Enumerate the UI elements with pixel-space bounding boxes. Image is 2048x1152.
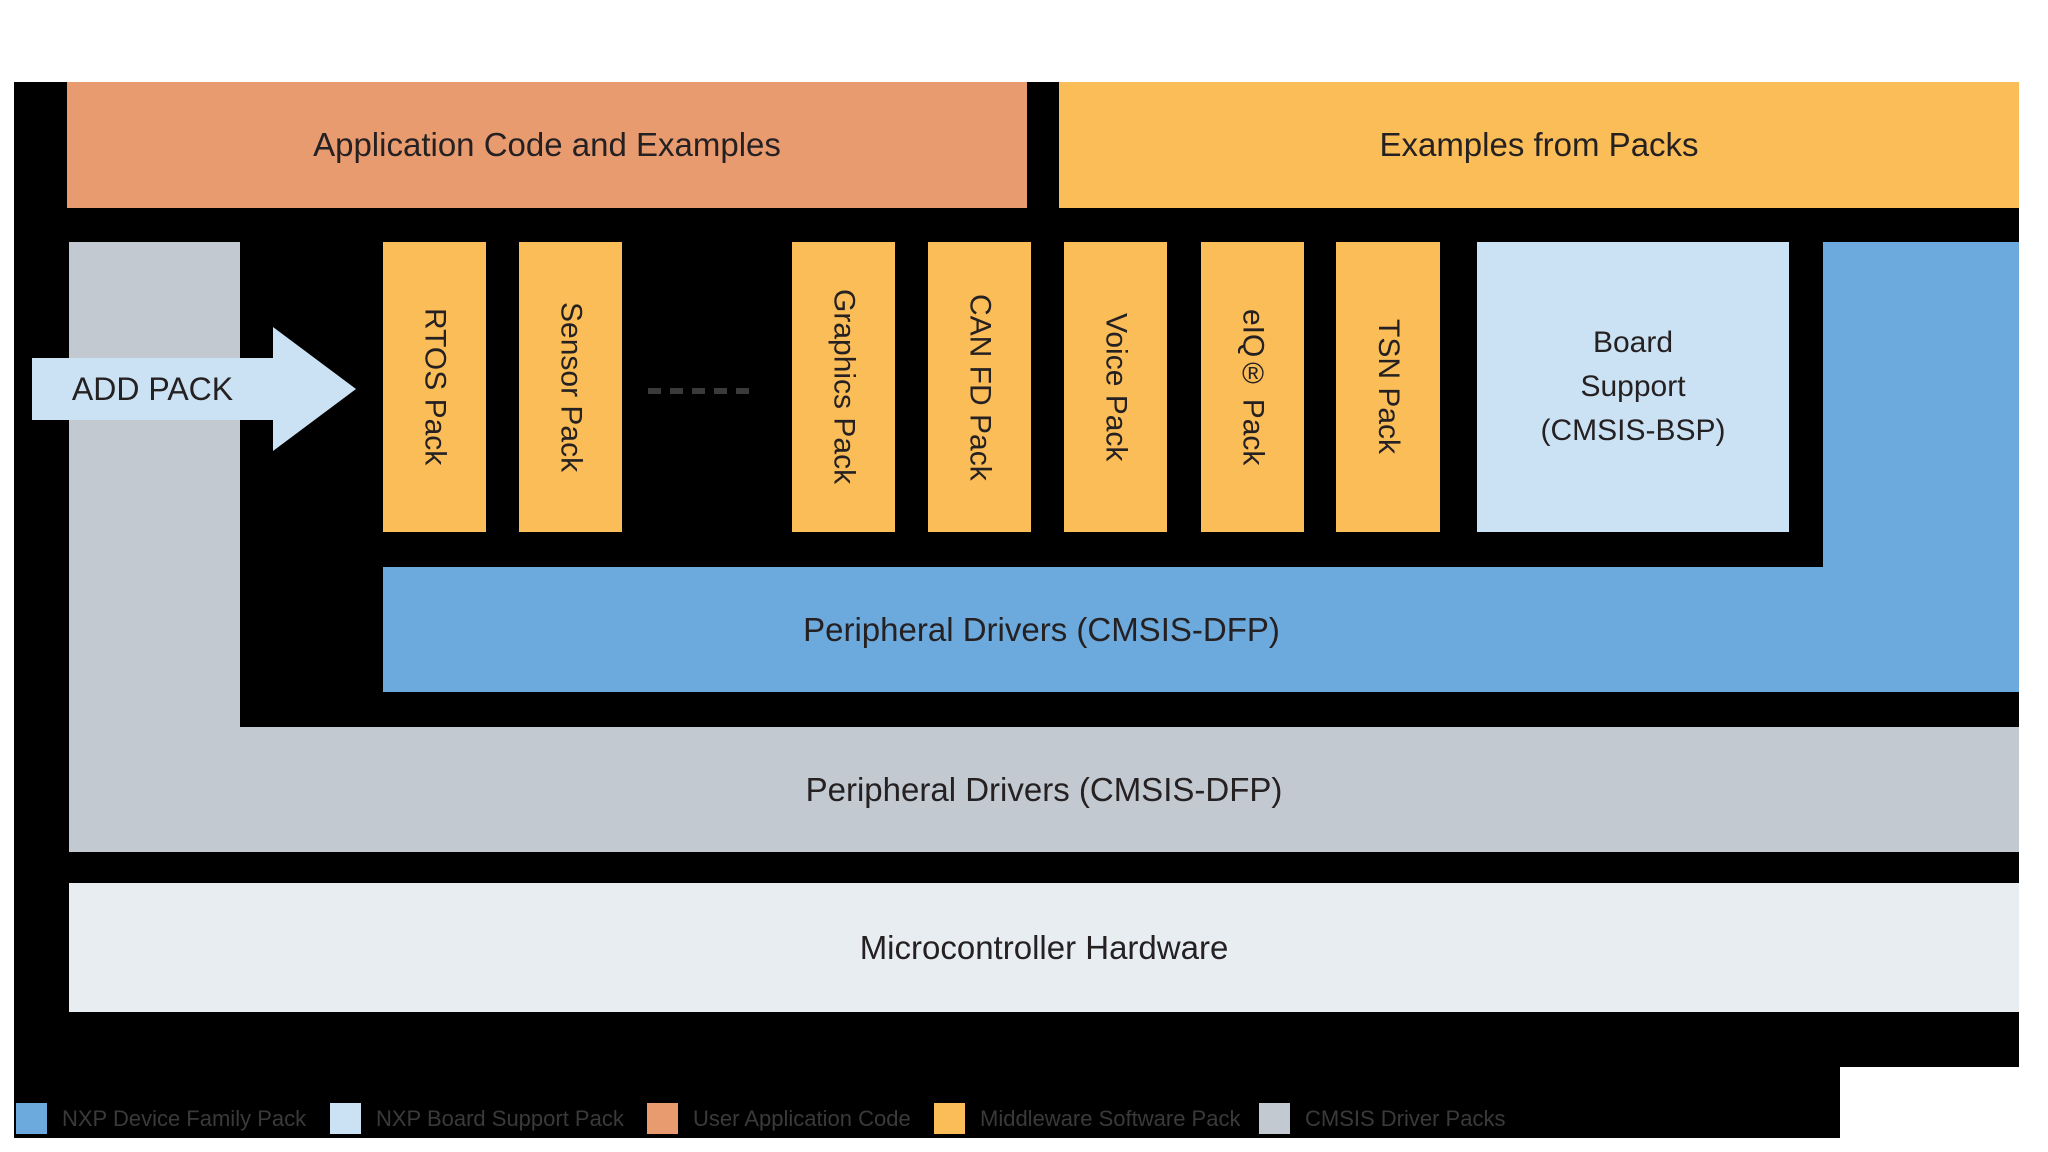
pack-rtos-label: RTOS Pack xyxy=(418,308,452,466)
legend-swatch-board-support xyxy=(330,1103,361,1134)
header-examples-from-packs: Examples from Packs xyxy=(1059,82,2019,208)
cmsis-dfp-blue-bar-label: Peripheral Drivers (CMSIS-DFP) xyxy=(803,610,1280,648)
pack-eiq-label: eIQ® Pack xyxy=(1236,308,1270,466)
pack-voice-label: Voice Pack xyxy=(1099,312,1133,462)
legend-label-user-application: User Application Code xyxy=(693,1105,911,1131)
legend-label-board-support: NXP Board Support Pack xyxy=(376,1105,624,1131)
header-examples-from-packs-label: Examples from Packs xyxy=(1379,126,1699,163)
add-pack-label: ADD PACK xyxy=(71,370,234,407)
header-application-code: Application Code and Examples xyxy=(67,82,1027,208)
board-support-box: Board Support (CMSIS-BSP) xyxy=(1477,242,1789,532)
cmsis-dfp-blue-bar-label-wrap: Peripheral Drivers (CMSIS-DFP) xyxy=(383,567,1700,692)
legend-swatch-cmsis-driver xyxy=(1259,1103,1290,1134)
header-application-code-label: Application Code and Examples xyxy=(313,126,781,163)
board-support-label: Board Support (CMSIS-BSP) xyxy=(1540,326,1726,447)
legend-item-middleware: Middleware Software Pack xyxy=(934,1103,1240,1134)
diagram-canvas-legend-strip xyxy=(14,1067,1840,1138)
cmsis-dfp-gray-bar-label-wrap: Peripheral Drivers (CMSIS-DFP) xyxy=(69,727,2019,852)
legend-item-device-family: NXP Device Family Pack xyxy=(16,1103,306,1134)
pack-can-fd-label: CAN FD Pack xyxy=(963,293,997,481)
legend-item-board-support: NXP Board Support Pack xyxy=(330,1103,624,1134)
legend-label-middleware: Middleware Software Pack xyxy=(980,1105,1241,1131)
more-packs-ellipsis-dashes xyxy=(648,388,758,394)
legend-swatch-user-application xyxy=(647,1103,678,1134)
pack-graphics: Graphics Pack xyxy=(792,242,895,532)
cmsis-dfp-gray-bar xyxy=(69,727,2019,852)
legend-item-user-application: User Application Code xyxy=(647,1103,911,1134)
legend-label-cmsis-driver: CMSIS Driver Packs xyxy=(1305,1105,1506,1131)
pack-rtos: RTOS Pack xyxy=(383,242,486,532)
cmsis-dfp-blue-bar xyxy=(383,567,2019,692)
pack-graphics-label: Graphics Pack xyxy=(827,289,861,485)
legend-item-cmsis-driver: CMSIS Driver Packs xyxy=(1259,1103,1505,1134)
pack-eiq: eIQ® Pack xyxy=(1201,242,1304,532)
cmsis-dfp-gray-bar-label: Peripheral Drivers (CMSIS-DFP) xyxy=(805,770,1283,808)
legend-label-device-family: NXP Device Family Pack xyxy=(62,1105,307,1131)
legend-swatch-middleware xyxy=(934,1103,965,1134)
add-pack-arrow-body: ADD PACK xyxy=(32,358,273,420)
pack-voice: Voice Pack xyxy=(1064,242,1167,532)
pack-sensor: Sensor Pack xyxy=(519,242,622,532)
mcu-hardware-bar: Microcontroller Hardware xyxy=(69,883,2019,1012)
mcu-hardware-bar-label: Microcontroller Hardware xyxy=(859,928,1229,966)
pack-sensor-label: Sensor Pack xyxy=(554,301,588,473)
pack-tsn: TSN Pack xyxy=(1336,242,1440,532)
pack-tsn-label: TSN Pack xyxy=(1372,319,1405,455)
pack-can-fd: CAN FD Pack xyxy=(928,242,1031,532)
legend-swatch-device-family xyxy=(16,1103,47,1134)
